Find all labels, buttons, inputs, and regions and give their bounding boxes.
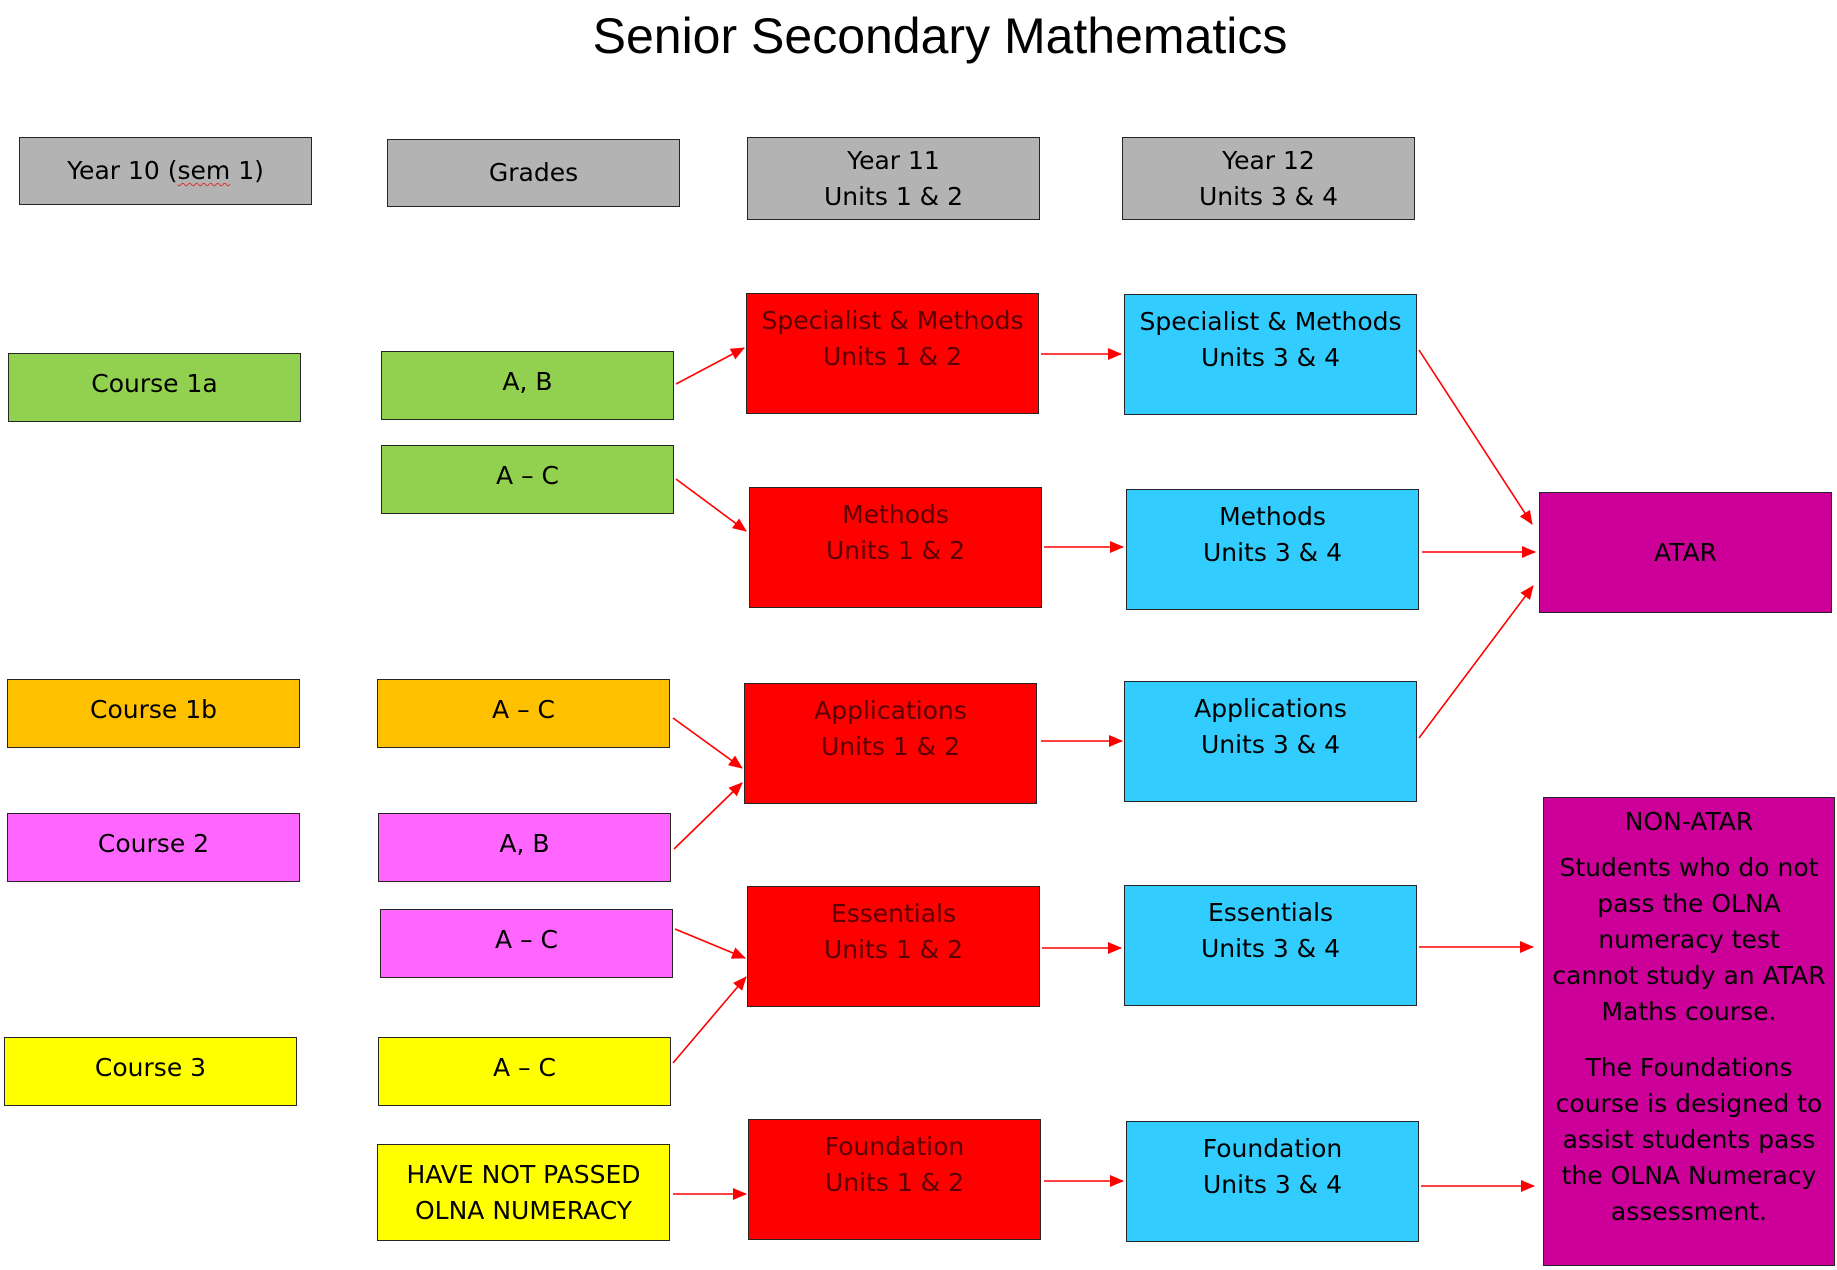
course-1a-label: Course 1a (91, 368, 218, 398)
non-atar-title: NON-ATAR (1624, 807, 1754, 836)
y12-course-units: Units 3 & 4 (1202, 538, 1343, 567)
header-year-10-label: Year 10 (sem 1) (67, 156, 264, 185)
grade-label: A – C (495, 924, 558, 954)
y11-course-units: Units 1 & 2 (820, 732, 961, 761)
y11-methods-box: Methods Units 1 & 2 (749, 487, 1042, 608)
course-1b-label: Course 1b (89, 694, 217, 724)
y11-course-name: Methods (842, 500, 949, 529)
header-year-11: Year 11 Units 1 & 2 (747, 137, 1040, 220)
header-year-12-line1: Year 12 (1222, 145, 1315, 175)
y12-course-name: Applications (1194, 694, 1347, 723)
grade-box-2-ab: A, B (378, 813, 671, 882)
header-grades: Grades (387, 139, 680, 207)
course-1b-box: Course 1b (7, 679, 300, 748)
grade-label: A – C (496, 460, 559, 490)
atar-label: ATAR (1654, 537, 1717, 567)
y12-foundation-box: Foundation Units 3 & 4 (1126, 1121, 1419, 1242)
y12-course-units: Units 3 & 4 (1200, 343, 1341, 372)
grade-label: A – C (493, 1052, 556, 1082)
y12-specialist-methods-box: Specialist & Methods Units 3 & 4 (1124, 294, 1417, 415)
header-grades-label: Grades (488, 158, 579, 187)
non-atar-box: NON-ATAR Students who do not pass the OL… (1543, 797, 1835, 1266)
y11-course-units: Units 1 & 2 (825, 536, 966, 565)
arrow-grade-ab-to-specialist (675, 347, 745, 385)
y11-course-name: Specialist & Methods (761, 306, 1024, 335)
arrow-grade-3-to-essentials (672, 976, 747, 1064)
grade-box-olna: HAVE NOT PASSED OLNA NUMERACY (377, 1144, 670, 1241)
arrow-grade-2ac-to-essentials (674, 928, 746, 959)
grade-box-1a-ab: A, B (381, 351, 674, 420)
course-3-box: Course 3 (4, 1037, 297, 1106)
arrow-y12-applications-to-atar (1418, 585, 1534, 739)
header-year-12-line2: Units 3 & 4 (1198, 181, 1339, 211)
olna-line1: HAVE NOT PASSED (406, 1159, 641, 1189)
grade-label: A, B (502, 366, 553, 396)
spellcheck-squiggle: sem (177, 156, 231, 185)
arrow-y12-specialist-to-atar (1418, 349, 1533, 525)
arrow-grade-1b-to-applications (672, 717, 743, 769)
course-1a-box: Course 1a (8, 353, 301, 422)
y12-course-name: Essentials (1207, 898, 1334, 927)
non-atar-paragraph-1: Students who do not pass the OLNA numera… (1552, 853, 1826, 1026)
y12-methods-box: Methods Units 3 & 4 (1126, 489, 1419, 610)
y11-course-name: Applications (814, 696, 967, 725)
y11-foundation-box: Foundation Units 1 & 2 (748, 1119, 1041, 1240)
page-title: Senior Secondary Mathematics (592, 8, 1288, 64)
non-atar-paragraph-2: The Foundations course is designed to as… (1555, 1053, 1823, 1226)
y11-specialist-methods-box: Specialist & Methods Units 1 & 2 (746, 293, 1039, 414)
header-year-12: Year 12 Units 3 & 4 (1122, 137, 1415, 220)
olna-line2: OLNA NUMERACY (414, 1195, 633, 1225)
y11-course-units: Units 1 & 2 (824, 1168, 965, 1197)
y12-course-units: Units 3 & 4 (1202, 1170, 1343, 1199)
atar-box: ATAR (1539, 492, 1832, 613)
y12-applications-box: Applications Units 3 & 4 (1124, 681, 1417, 802)
grade-box-3-ac: A – C (378, 1037, 671, 1106)
y11-course-units: Units 1 & 2 (823, 935, 964, 964)
grade-label: A, B (499, 828, 550, 858)
header-year-10: Year 10 (sem 1) (19, 137, 312, 205)
grade-box-2-ac: A – C (380, 909, 673, 978)
y11-essentials-box: Essentials Units 1 & 2 (747, 886, 1040, 1007)
y11-course-name: Essentials (830, 899, 957, 928)
course-3-label: Course 3 (94, 1052, 207, 1082)
y12-course-units: Units 3 & 4 (1200, 934, 1341, 963)
header-year-11-line2: Units 1 & 2 (823, 181, 964, 211)
grade-box-1b-ac: A – C (377, 679, 670, 748)
y11-course-units: Units 1 & 2 (822, 342, 963, 371)
grade-box-1a-ac: A – C (381, 445, 674, 514)
y12-essentials-box: Essentials Units 3 & 4 (1124, 885, 1417, 1006)
course-2-label: Course 2 (97, 828, 210, 858)
arrow-grade-ac-to-methods (675, 478, 747, 532)
y11-course-name: Foundation (824, 1132, 965, 1161)
grade-label: A – C (492, 694, 555, 724)
y11-applications-box: Applications Units 1 & 2 (744, 683, 1037, 804)
course-2-box: Course 2 (7, 813, 300, 882)
y12-course-units: Units 3 & 4 (1200, 730, 1341, 759)
arrow-grade-2ab-to-applications (673, 782, 743, 850)
y12-course-name: Foundation (1202, 1134, 1343, 1163)
y12-course-name: Specialist & Methods (1139, 307, 1402, 336)
header-year-11-line1: Year 11 (847, 145, 940, 175)
y12-course-name: Methods (1219, 502, 1326, 531)
